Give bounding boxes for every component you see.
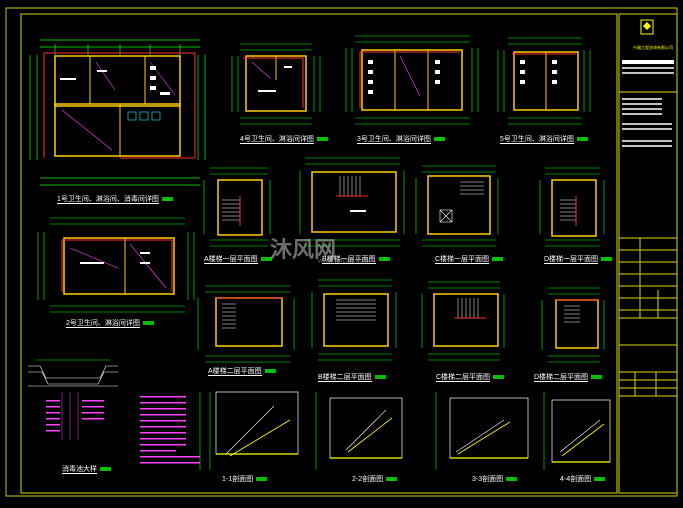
title-stairD2: D楼梯二层平面图 (534, 374, 603, 382)
title-wc1: 1号卫生间、淋浴间、消毒间详图 (57, 196, 173, 204)
title-stairC2: C楼梯二层平面图 (436, 374, 505, 382)
section-1-1 (199, 391, 299, 470)
drawing-frame (20, 13, 618, 494)
title-stairD1: D楼梯一层平面图 (544, 256, 613, 264)
plan-stairC1 (415, 165, 499, 247)
plan-wc5 (497, 37, 591, 125)
title-wc5: 5号卫生间、淋浴间详图 (500, 136, 588, 144)
title-stairB2: B楼梯二层平面图 (318, 374, 386, 382)
plan-wc1 (29, 39, 206, 186)
plan-stairA2 (197, 285, 295, 363)
title-wc4: 4号卫生间、淋浴间详图 (240, 136, 328, 144)
plan-stairC2 (421, 281, 505, 361)
title-wc3: 3号卫生间、淋浴间详图 (357, 136, 445, 144)
title-sec44: 4-4剖面图 (560, 474, 606, 484)
title-block-company: 兴福工程咨询有限公司 (633, 45, 673, 50)
plan-stairA1 (203, 167, 271, 247)
section-4-4 (543, 392, 611, 470)
title-block (618, 13, 678, 494)
title-wc2: 2号卫生间、淋浴间详图 (66, 320, 154, 328)
title-stairA2: A楼梯二层平面图 (208, 368, 276, 376)
sheet-border (5, 7, 678, 497)
title-pool: 消毒池大样 (62, 466, 111, 474)
plan-stairB1 (299, 157, 405, 247)
watermark-brand: 沐风网 (270, 238, 337, 263)
section-2-2 (315, 392, 403, 470)
section-3-3 (435, 392, 529, 470)
title-stairA1: A楼梯一层平面图 (204, 256, 272, 264)
title-sec33: 3-3剖面图 (472, 474, 518, 484)
title-stairC1: C楼梯一层平面图 (435, 256, 504, 264)
title-sec22: 2-2剖面图 (352, 474, 398, 484)
plan-wc3 (345, 35, 479, 125)
plan-stairD1 (539, 167, 605, 247)
plan-stairB2 (311, 279, 397, 361)
plan-stairD2 (541, 287, 605, 363)
title-stairB1: B楼梯一层平面图 (322, 256, 390, 264)
plan-wc4 (231, 43, 321, 125)
detail-disinfection-pool (28, 359, 200, 464)
watermark-url: www.mfcad.com (318, 258, 369, 265)
plan-wc2 (37, 217, 195, 313)
title-sec11: 1-1剖面图 (222, 474, 268, 484)
